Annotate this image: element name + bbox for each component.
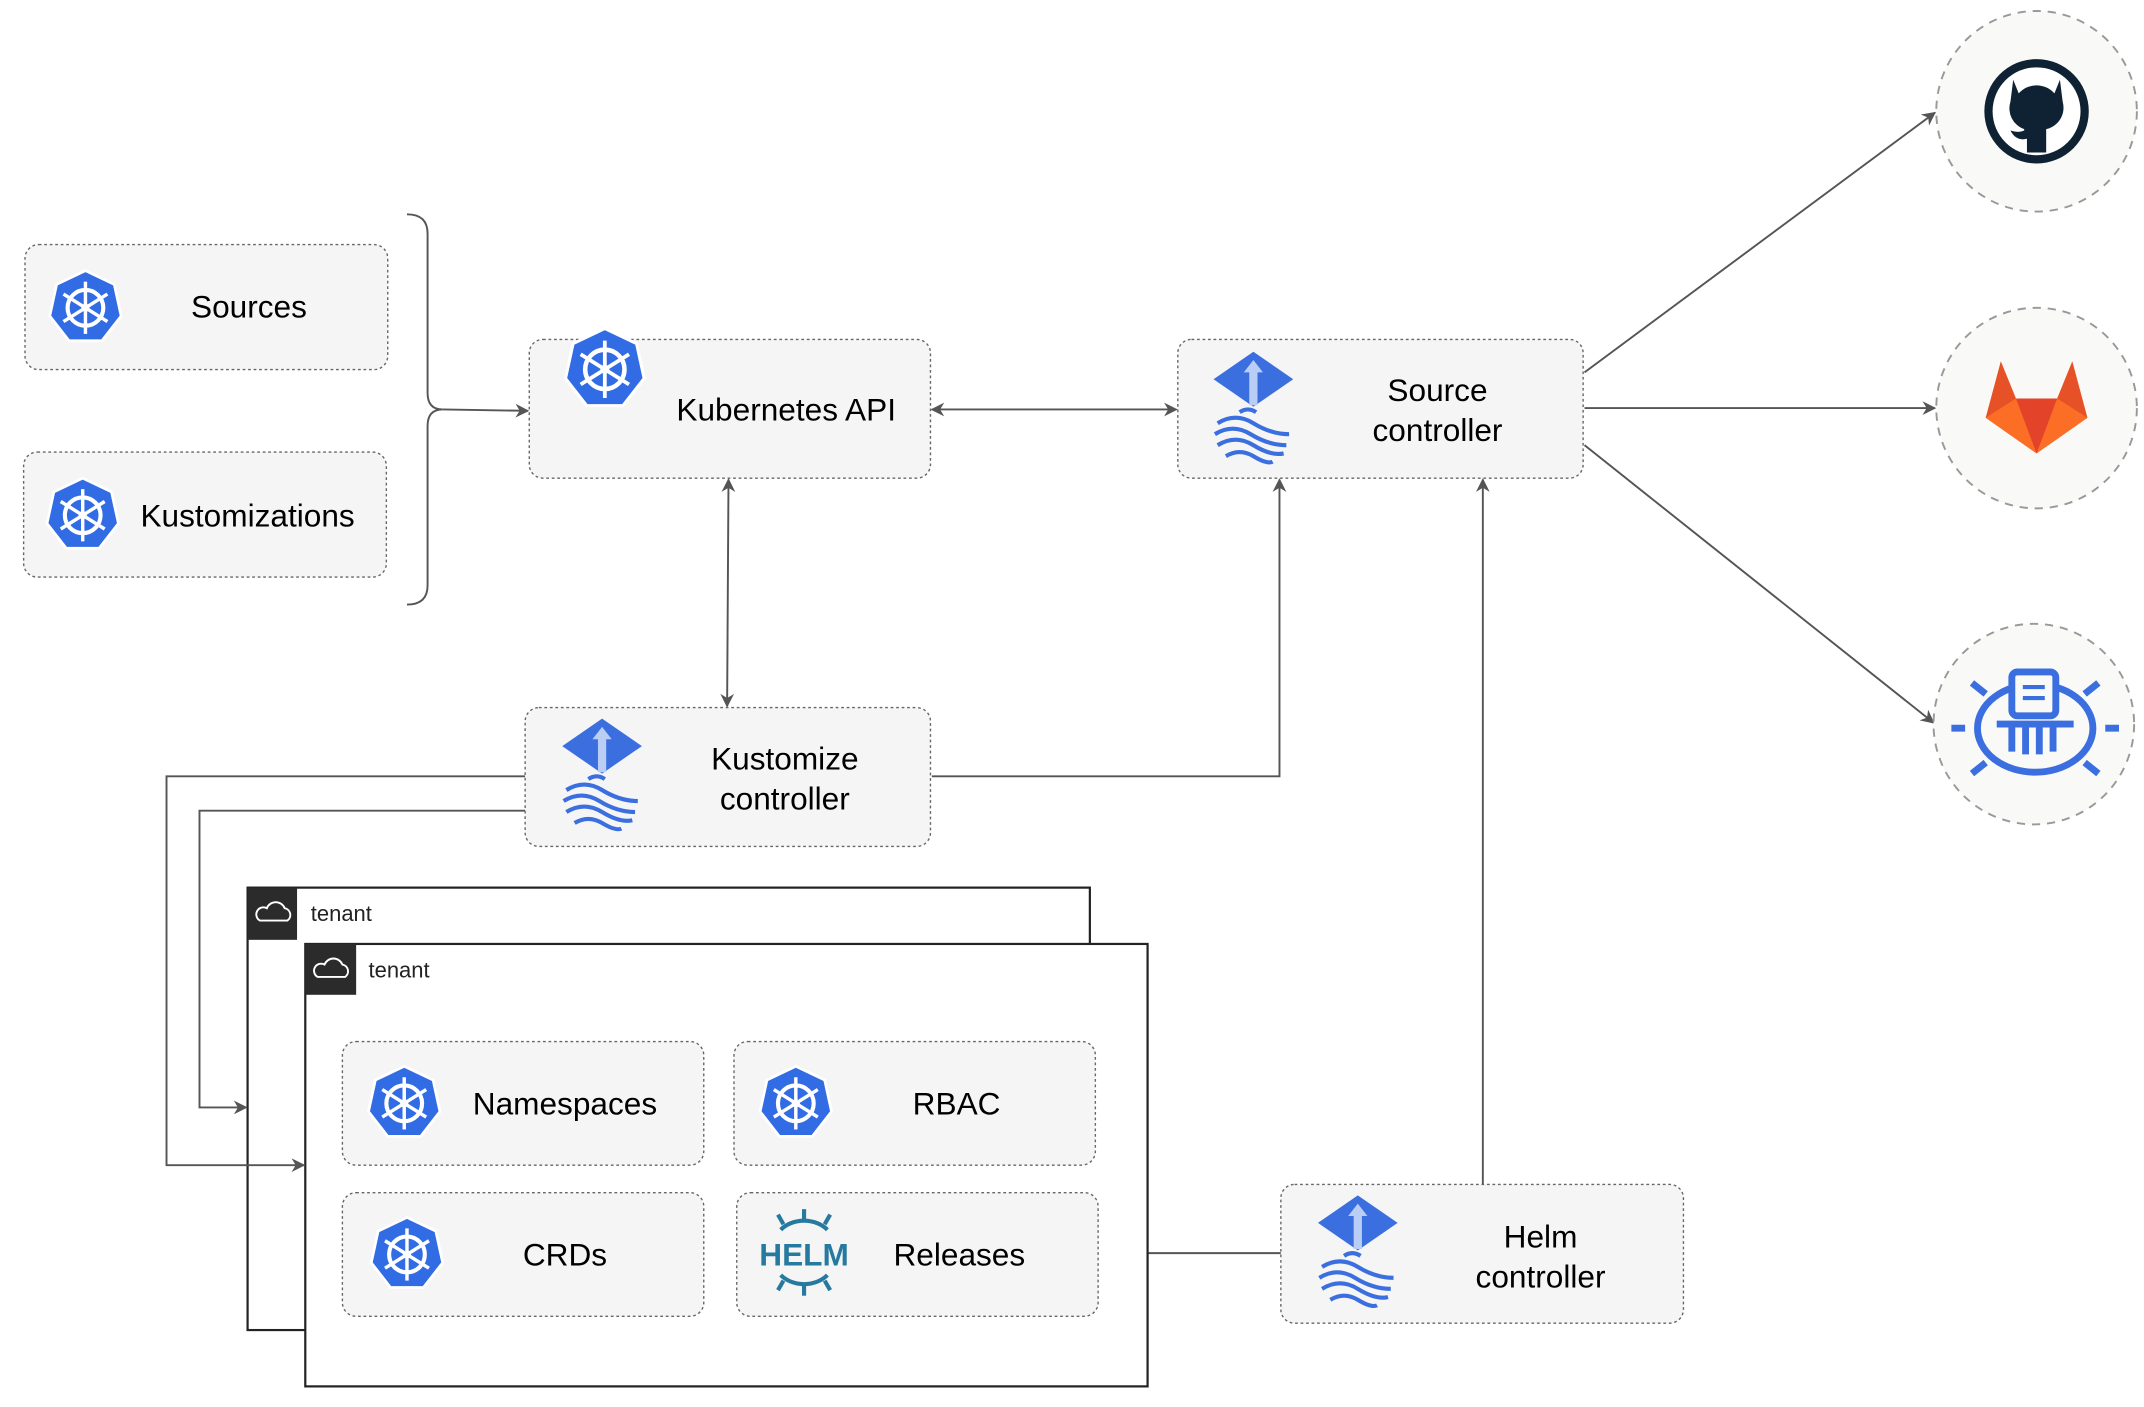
cloud-icon [313,957,349,978]
helm-logo-text: HELM [759,1236,849,1272]
cloud-icon [255,901,292,922]
releases-label: Releases [893,1236,1025,1272]
namespaces-node[interactable]: Namespaces [341,1040,705,1166]
kustomize-to-tenant-back-arrow [198,809,526,1115]
sources-label: Sources [191,288,307,324]
kubernetes-icon [371,1217,442,1287]
tenant-label: tenant [369,958,430,983]
rbac-node[interactable]: RBAC [733,1040,1097,1166]
gitlab-icon [1985,361,2088,454]
source-controller-label: Source [1387,372,1487,408]
source-controller-label: controller [1373,412,1503,448]
tenant-label: tenant [311,901,372,926]
kubernetes-icon [47,478,118,548]
source-to-github-arrow [1583,111,1936,374]
bucket-node[interactable] [1932,622,2136,826]
source-to-bucket-arrow [1583,444,1935,724]
kustomizations-label: Kustomizations [140,497,354,533]
github-node[interactable] [1935,10,2138,213]
crds-label: CRDs [523,1236,607,1272]
api-kustomize-arrow [720,478,736,708]
kustomize-to-tenant-front-arrow [165,775,526,1173]
source-controller-node[interactable]: Source controller [1177,338,1584,479]
kubernetes-api-label: Kubernetes API [676,391,896,427]
kubernetes-icon [50,271,121,341]
kustomize-controller-label: controller [720,780,850,816]
namespaces-label: Namespaces [473,1085,657,1121]
sources-node[interactable]: Sources [24,243,389,371]
kustomize-controller-label: Kustomize [711,740,858,776]
brace-to-api-arrow [442,403,530,418]
gitlab-node[interactable] [1935,306,2138,510]
bucket-icon [1951,668,2120,777]
rbac-label: RBAC [913,1085,1001,1121]
kubernetes-icon [369,1066,440,1136]
helm-icon: HELM [759,1209,849,1296]
crds-node[interactable]: CRDs [341,1191,705,1318]
releases-node[interactable]: HELM Releases [736,1191,1099,1318]
kubernetes-api-node[interactable]: Kubernetes API [528,329,932,479]
kustomize-controller-node[interactable]: Kustomize controller [524,706,932,848]
kubernetes-icon [760,1066,831,1136]
helm-controller-node[interactable]: Helm controller [1280,1183,1685,1324]
helm-controller-label: controller [1476,1258,1606,1294]
kustomizations-node[interactable]: Kustomizations [22,451,388,578]
kustomize-to-source-arrow [931,478,1287,778]
helm-controller-label: Helm [1504,1219,1578,1255]
github-icon [1984,59,2089,164]
kubernetes-icon [566,329,645,406]
grouping-brace [406,213,443,606]
